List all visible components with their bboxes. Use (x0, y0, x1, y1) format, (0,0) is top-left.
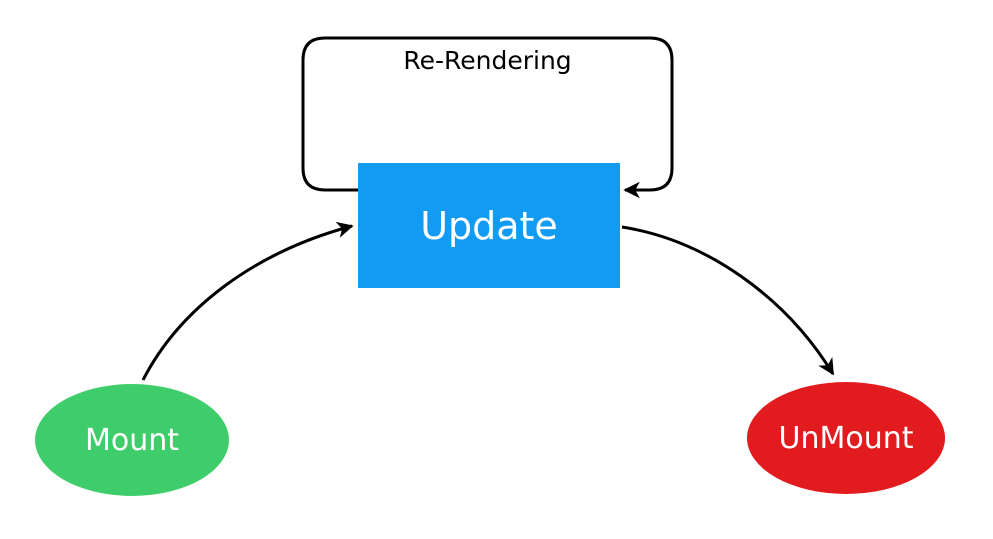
mount-node (35, 384, 229, 496)
mount-to-update-arrow (141, 221, 354, 381)
re-rendering-label: Re-Rendering (403, 45, 572, 75)
update-node (358, 163, 620, 288)
update-node-label: Update (420, 203, 558, 248)
unmount-node (747, 382, 945, 494)
mount-node-label: Mount (84, 422, 180, 458)
re-rendering-loop-arrow (301, 36, 674, 199)
update-to-unmount-arrow (621, 225, 835, 376)
unmount-node-label: UnMount (778, 420, 914, 456)
